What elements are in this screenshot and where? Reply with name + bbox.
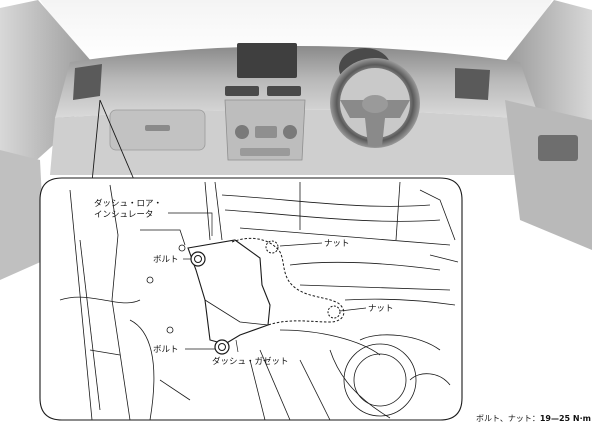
- panel-line: [299, 359, 331, 421]
- label-dash-lower-insulator-line1: ダッシュ・ロア・: [94, 198, 162, 209]
- panel-hole: [146, 276, 154, 284]
- label-nut-lower: ナット: [368, 304, 394, 314]
- panel-line: [409, 373, 451, 386]
- panel-line: [395, 181, 401, 241]
- panel-line: [109, 184, 131, 421]
- panel-line: [344, 298, 456, 306]
- bolt-upper-fastener: [190, 251, 206, 267]
- left-door-panel: [0, 150, 45, 280]
- steering-wheel: [330, 58, 420, 148]
- body-panel-lines: [59, 181, 459, 421]
- callout-leader: [91, 99, 136, 183]
- nut-upper-fastener: [265, 240, 279, 254]
- panel-line: [204, 181, 211, 241]
- panel-hole: [166, 326, 174, 334]
- center-vent-left: [225, 86, 259, 96]
- left-side-vent: [73, 64, 102, 100]
- panel-line: [329, 349, 391, 419]
- glove-box-handle: [145, 125, 170, 131]
- panel-line: [419, 189, 456, 241]
- panel-line: [129, 319, 155, 421]
- panel-line: [224, 209, 441, 222]
- panel-line: [249, 359, 266, 421]
- panel-line: [69, 189, 93, 421]
- insulator-hidden-outline: [231, 237, 345, 326]
- panel-hole: [178, 244, 186, 252]
- label-dash-lower-insulator-line2: インシュレータ: [94, 210, 153, 220]
- panel-line: [140, 229, 186, 246]
- left-a-pillar: [0, 0, 92, 175]
- panel-line: [79, 239, 101, 411]
- panel-line: [359, 334, 441, 351]
- panel-line: [429, 254, 459, 263]
- nut-lower-fastener: [327, 305, 341, 319]
- panel-line: [59, 296, 141, 304]
- dash-gusset-bracket: [187, 239, 271, 345]
- torque-prefix: ボルト、ナット：: [476, 414, 540, 423]
- right-side-vent: [455, 68, 490, 100]
- panel-line: [214, 181, 223, 241]
- label-dash-gusset: ダッシュ・ガゼット: [212, 356, 289, 367]
- steering-column-opening: [343, 343, 417, 417]
- panel-line: [89, 349, 121, 356]
- torque-value: 19—25 N·m: [540, 414, 591, 423]
- panel-line: [279, 329, 381, 356]
- panel-line: [289, 261, 441, 271]
- callout-detail-view: ダッシュ・ロア・ インシュレータ ナット ボルト ナット ボルト ダッシュ・ガゼ…: [39, 177, 463, 421]
- label-leaders: [168, 212, 367, 353]
- center-vent-right: [267, 86, 301, 96]
- panel-line: [299, 284, 451, 291]
- steering-column-opening: [353, 353, 407, 407]
- label-nut-upper: ナット: [324, 239, 350, 249]
- center-display: [237, 43, 297, 78]
- label-bolt-upper: ボルト: [153, 255, 179, 265]
- label-bolt-lower: ボルト: [153, 345, 179, 355]
- panel-line: [221, 194, 431, 207]
- panel-line: [159, 379, 191, 401]
- torque-specification: ボルト、ナット：19—25 N·m: [476, 414, 591, 423]
- panel-line: [239, 227, 451, 246]
- panel-line: [259, 349, 291, 421]
- bolt-lower-fastener: [214, 339, 230, 355]
